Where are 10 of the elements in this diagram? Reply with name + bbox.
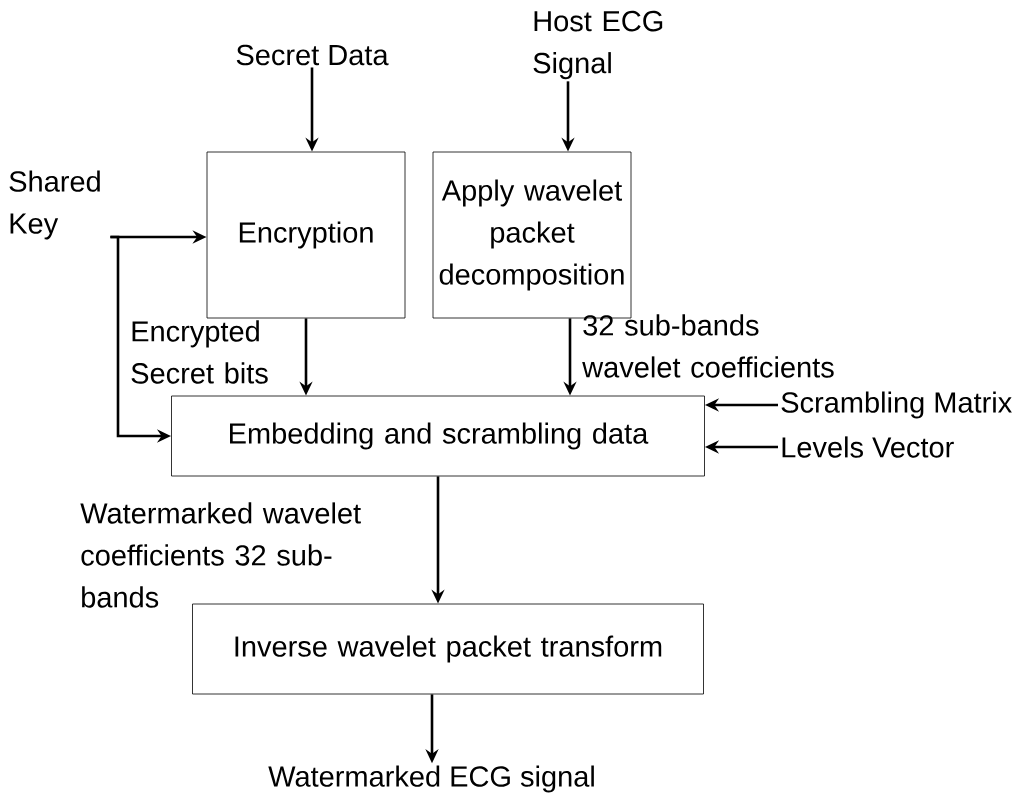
input-label: Host ECG Signal — [533, 10, 663, 80]
input-label: Shared Key — [9, 170, 100, 240]
input-label: Scrambling Matrix — [781, 391, 1012, 419]
input-label: Secret Data — [236, 44, 389, 66]
edge-label: Encrypted Secret bits — [131, 320, 268, 384]
input-label: Levels Vector — [782, 436, 954, 458]
process-box: Inverse wavelet packet transform — [192, 603, 704, 695]
process-box: Embedding and scrambling data — [171, 395, 705, 477]
process-box: Encryption — [206, 151, 406, 319]
output-label: Watermarked ECG signal — [268, 765, 594, 793]
